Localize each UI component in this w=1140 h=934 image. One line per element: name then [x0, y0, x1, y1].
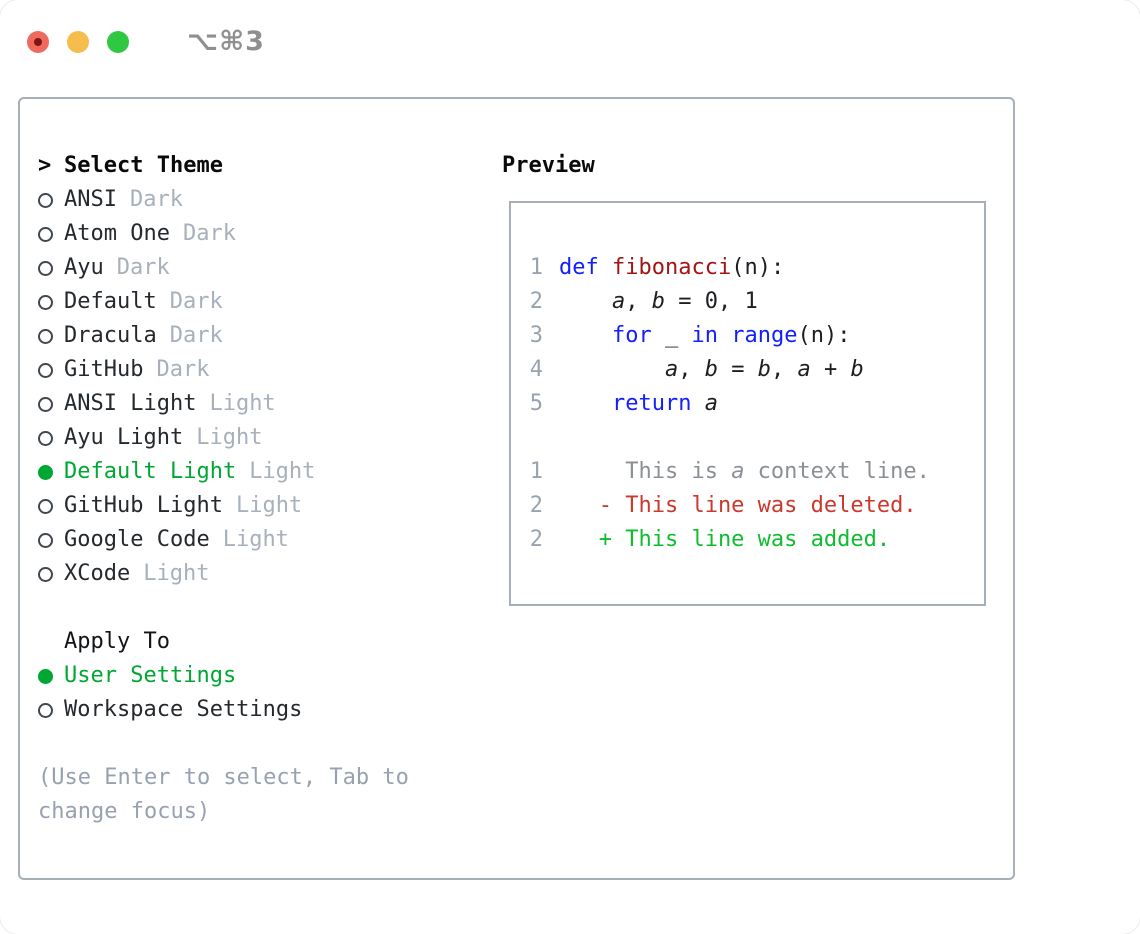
theme-option-ayu-dark[interactable]: Ayu Dark: [38, 251, 488, 285]
theme-name: GitHub Light: [64, 493, 223, 518]
theme-picker-panel: > Select Theme ANSI Dark Atom One Dark A…: [18, 97, 1015, 880]
theme-variant: Dark: [169, 289, 223, 314]
radio-icon: [38, 226, 64, 242]
help-text-line1: (Use Enter to select, Tab to: [38, 765, 409, 790]
code-line: 1 def fibonacci(n):: [511, 251, 984, 285]
titlebar: ⌥⌘3: [27, 26, 265, 57]
spacer: [38, 727, 488, 761]
select-theme-title: Select Theme: [64, 153, 223, 178]
theme-variant: Light: [249, 459, 316, 484]
theme-name: Ayu: [64, 255, 104, 280]
code-line: 2 + This line was added.: [511, 523, 984, 557]
apply-option-workspace-settings[interactable]: Workspace Settings: [38, 693, 488, 727]
theme-variant: Dark: [182, 221, 236, 246]
theme-name: ANSI: [64, 187, 117, 212]
theme-name: Default: [64, 289, 157, 314]
apply-option-label: User Settings: [64, 663, 237, 688]
theme-name: ANSI Light: [64, 391, 197, 416]
code-line: 4 a, b = b, a + b: [511, 353, 984, 387]
focus-arrow-icon: >: [38, 153, 52, 178]
code-line: 1 This is a context line.: [511, 455, 984, 489]
theme-option-dracula-dark[interactable]: Dracula Dark: [38, 319, 488, 353]
line-number: 1: [529, 459, 543, 484]
line-content: a, b = 0, 1: [611, 289, 758, 314]
theme-variant: Light: [209, 391, 276, 416]
preview-title: Preview: [502, 153, 595, 178]
line-number: 2: [529, 289, 543, 314]
line-content: - This line was deleted.: [559, 493, 917, 518]
line-content: + This line was added.: [559, 527, 891, 552]
theme-name: Atom One: [64, 221, 170, 246]
radio-icon: [38, 192, 64, 208]
help-text-line2: change focus): [38, 799, 211, 824]
apply-option-label: Workspace Settings: [64, 697, 303, 722]
minimize-button-icon[interactable]: [67, 30, 89, 53]
line-content: a, b = b, a + b: [664, 357, 864, 382]
code-line: 2 - This line was deleted.: [511, 489, 984, 523]
radio-icon: [38, 702, 64, 718]
window-title: ⌥⌘3: [187, 26, 265, 57]
theme-name: Dracula: [64, 323, 157, 348]
theme-variant: Light: [235, 493, 303, 518]
theme-variant: Light: [143, 561, 210, 586]
line-number: 2: [529, 527, 543, 552]
theme-name: XCode: [64, 561, 131, 586]
radio-icon: [38, 328, 64, 344]
line-number: 5: [529, 391, 543, 416]
theme-variant: Dark: [156, 357, 210, 382]
select-theme-header: > Select Theme: [38, 149, 488, 183]
theme-option-ansi-light[interactable]: ANSI Light Light: [38, 387, 488, 421]
theme-option-default-dark[interactable]: Default Dark: [38, 285, 488, 319]
theme-list: > Select Theme ANSI Dark Atom One Dark A…: [38, 149, 488, 829]
code-line: [511, 421, 984, 455]
theme-variant: Light: [196, 425, 263, 450]
theme-name: Google Code: [64, 527, 210, 552]
code-line: 3 for _ in range(n):: [511, 319, 984, 353]
line-content: for _ in range(n):: [611, 323, 851, 348]
line-number: 3: [529, 323, 543, 348]
line-number: 1: [529, 255, 543, 280]
line-number: 4: [529, 357, 543, 382]
theme-variant: Dark: [169, 323, 223, 348]
code-line: 5 return a: [511, 387, 984, 421]
close-button-icon[interactable]: [27, 30, 49, 53]
radio-icon: [38, 498, 64, 514]
theme-option-ayu-light[interactable]: Ayu Light Light: [38, 421, 488, 455]
theme-name: Ayu Light: [64, 425, 184, 450]
radio-icon: [38, 430, 64, 446]
spacer: [38, 591, 488, 625]
code-line: 2 a, b = 0, 1: [511, 285, 984, 319]
line-content: return a: [611, 391, 718, 416]
theme-option-atom-one-dark[interactable]: Atom One Dark: [38, 217, 488, 251]
theme-name: Default Light: [64, 459, 237, 484]
zoom-button-icon[interactable]: [107, 30, 129, 53]
theme-option-default-light[interactable]: Default Light Light: [38, 455, 488, 489]
radio-icon: [38, 396, 64, 412]
theme-option-github-light[interactable]: GitHub Light Light: [38, 489, 488, 523]
apply-to-header: Apply To: [38, 625, 488, 659]
radio-icon: [38, 294, 64, 310]
radio-selected-icon: [38, 464, 64, 480]
line-content: def fibonacci(n):: [559, 255, 785, 280]
theme-option-github-dark[interactable]: GitHub Dark: [38, 353, 488, 387]
radio-icon: [38, 532, 64, 548]
radio-icon: [38, 566, 64, 582]
theme-option-xcode-light[interactable]: XCode Light: [38, 557, 488, 591]
theme-variant: Light: [222, 527, 289, 552]
radio-selected-icon: [38, 668, 64, 684]
theme-variant: Dark: [129, 187, 183, 212]
theme-option-ansi-dark[interactable]: ANSI Dark: [38, 183, 488, 217]
line-number: [528, 421, 543, 455]
apply-to-title: Apply To: [64, 629, 170, 654]
line-number: 2: [529, 493, 543, 518]
theme-variant: Dark: [116, 255, 170, 280]
theme-name: GitHub: [64, 357, 144, 382]
apply-option-user-settings[interactable]: User Settings: [38, 659, 488, 693]
line-content: This is a context line.: [559, 459, 930, 484]
radio-icon: [38, 362, 64, 378]
theme-option-google-code-light[interactable]: Google Code Light: [38, 523, 488, 557]
radio-icon: [38, 260, 64, 276]
